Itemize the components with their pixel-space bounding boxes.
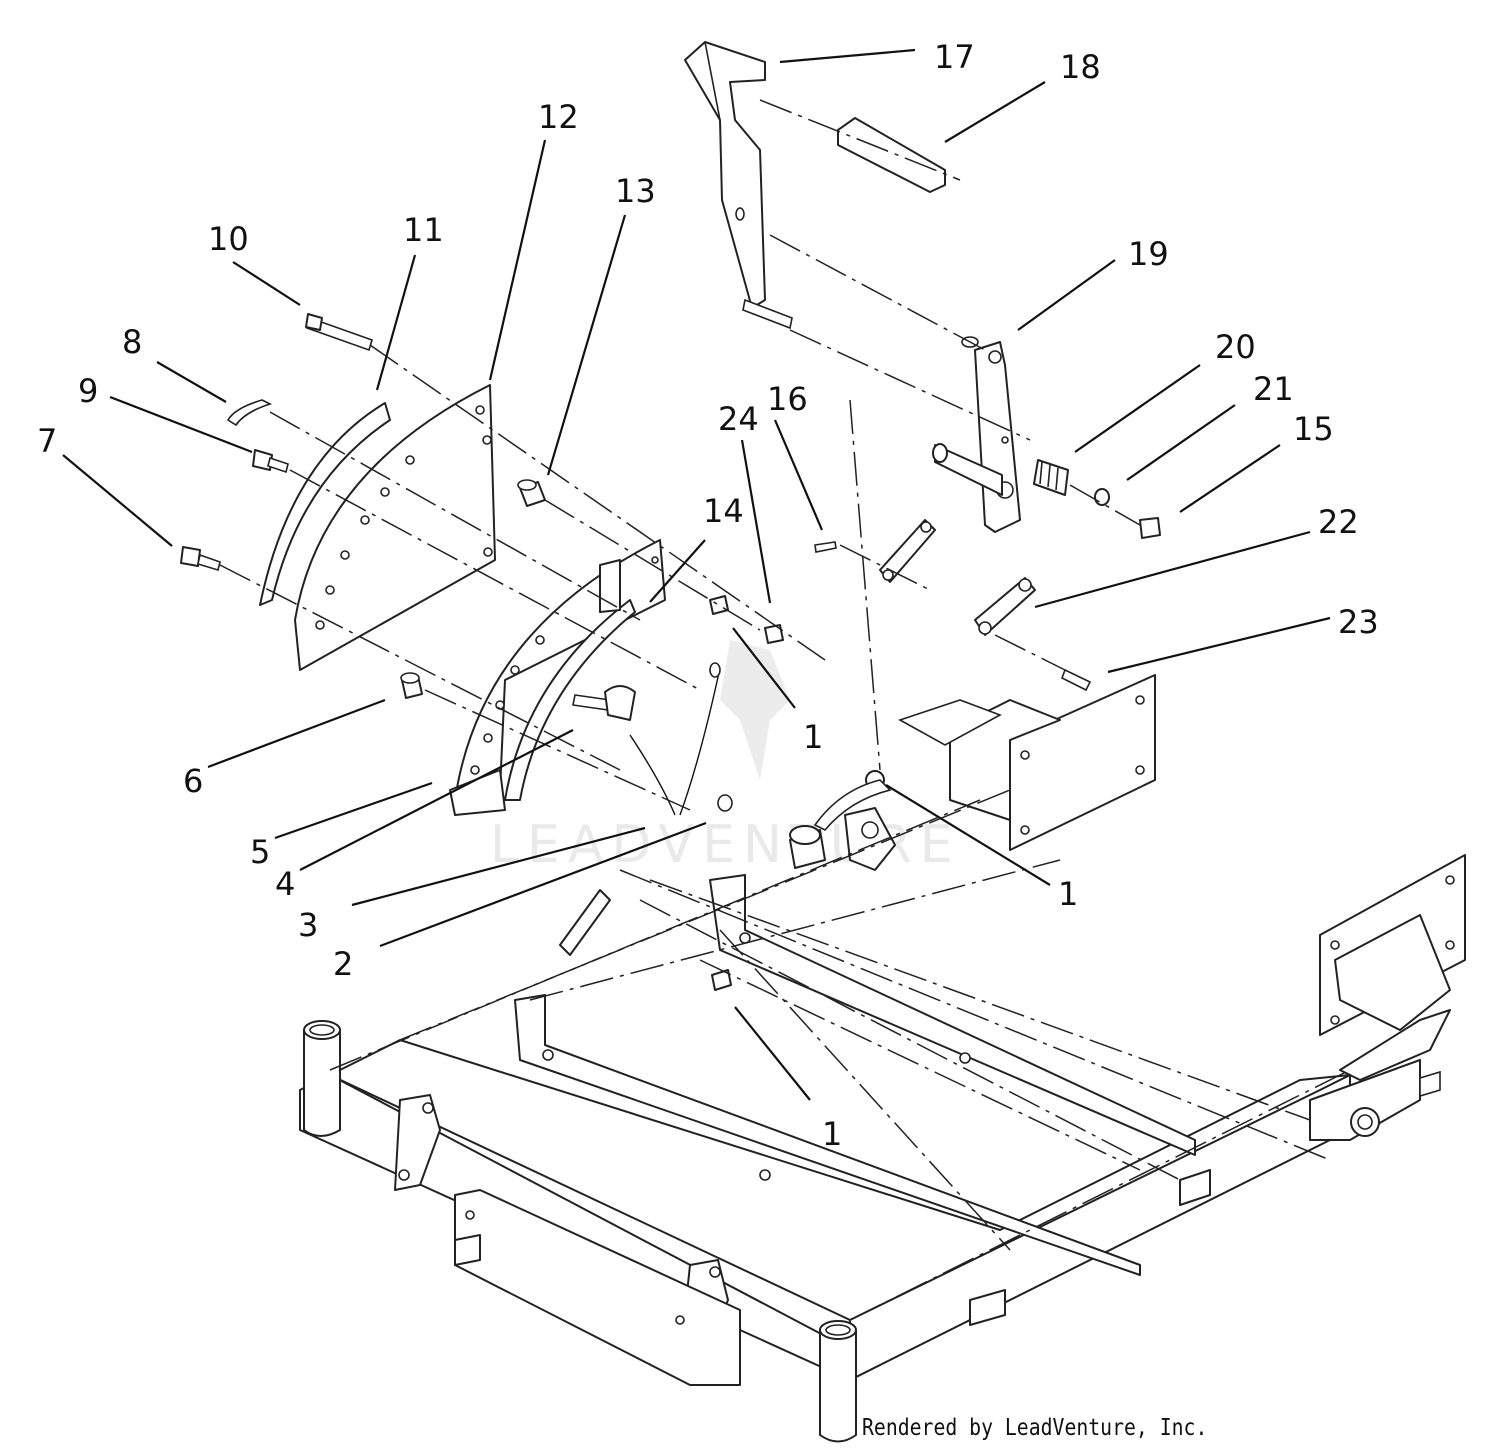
curved-strip [259, 402, 391, 606]
callout-4: 4 [275, 865, 295, 903]
pedal-arm [684, 41, 766, 309]
callout-24: 24 [718, 400, 759, 438]
callout-1-right: 1 [1058, 875, 1078, 913]
callout-8: 8 [122, 323, 142, 361]
callout-10: 10 [208, 220, 249, 258]
callout-9: 9 [78, 372, 98, 410]
leader-lines [62, 48, 1331, 1101]
callout-3: 3 [298, 906, 318, 944]
callout-18: 18 [1060, 48, 1101, 86]
callout-20: 20 [1215, 328, 1256, 366]
callout-17: 17 [934, 38, 975, 76]
render-credit: Rendered by LeadVenture, Inc. [862, 1415, 1208, 1441]
callout-2: 2 [333, 945, 353, 983]
callout-16: 16 [767, 380, 808, 418]
pedal-pad [837, 117, 946, 193]
nut [1139, 517, 1161, 539]
callout-13: 13 [615, 172, 656, 210]
lever-plate [974, 341, 1021, 533]
callout-11: 11 [403, 211, 444, 249]
height-adjust-assembly [180, 41, 1161, 991]
callout-labels: 17 18 12 13 10 11 19 8 20 9 21 16 24 15 … [37, 38, 1379, 1153]
quadrant-plate [294, 384, 496, 671]
callout-21: 21 [1253, 370, 1294, 408]
washer [1094, 488, 1110, 506]
callout-5: 5 [250, 833, 270, 871]
spring [1033, 459, 1069, 496]
callout-23: 23 [1338, 603, 1379, 641]
callout-7: 7 [37, 422, 57, 460]
mower-frame [299, 854, 1466, 1443]
callout-12: 12 [538, 98, 579, 136]
callout-22: 22 [1318, 503, 1359, 541]
callout-1-lower: 1 [822, 1115, 842, 1153]
callout-14: 14 [703, 492, 744, 530]
callout-15: 15 [1293, 410, 1334, 448]
assembly-lines [219, 99, 1351, 1321]
watermark-logo-icon [720, 640, 790, 780]
callout-19: 19 [1128, 235, 1169, 273]
callout-6: 6 [183, 762, 203, 800]
callout-1-upper: 1 [803, 718, 823, 756]
